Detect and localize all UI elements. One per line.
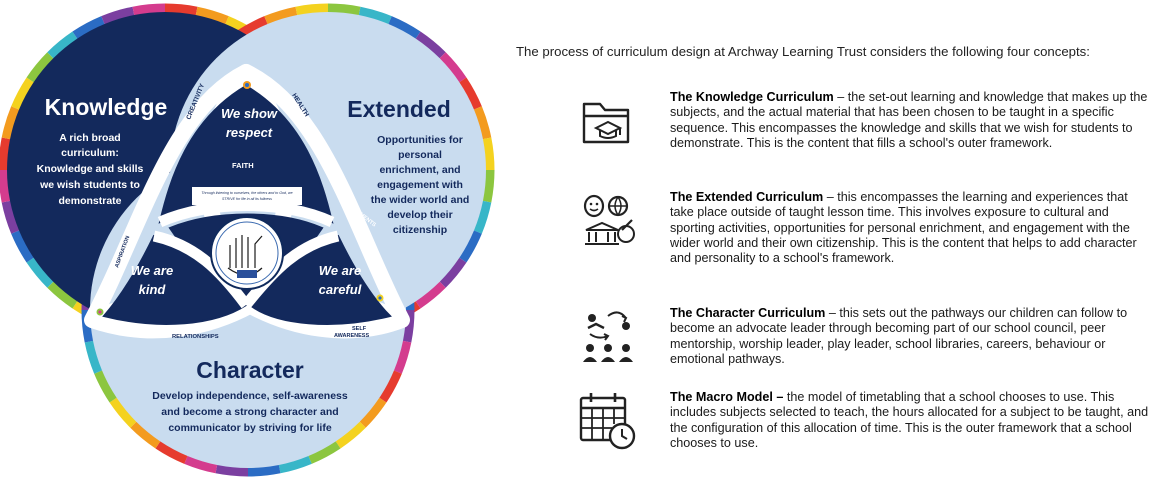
band-word-relationships: RELATIONSHIPS bbox=[172, 334, 219, 340]
mentoring-group-icon bbox=[583, 311, 633, 362]
concept-knowledge: The Knowledge Curriculum – the set-out l… bbox=[578, 90, 1148, 186]
rim-segment bbox=[0, 169, 11, 203]
calendar-clock-icon bbox=[579, 393, 636, 450]
extended-line-6: develop their bbox=[387, 209, 452, 221]
rim-segment bbox=[0, 137, 11, 171]
band-word-awareness: AWARENESS bbox=[334, 333, 369, 339]
rim-segment bbox=[247, 464, 281, 477]
character-line-2: and become a strong character and bbox=[161, 406, 338, 418]
rim-segment bbox=[155, 440, 188, 464]
extended-line-5: the wider world and bbox=[371, 194, 470, 206]
rim-segment bbox=[184, 455, 218, 474]
value-careful-line-1: We are bbox=[319, 263, 361, 278]
concept-macro-model: The Macro Model – the model of timetabli… bbox=[578, 390, 1148, 486]
knowledge-line-3: Knowledge and skills bbox=[37, 163, 144, 175]
rim-segment bbox=[84, 340, 103, 374]
value-respect-line-2: respect bbox=[226, 125, 273, 140]
rim-segment bbox=[335, 421, 366, 449]
value-careful-line-2: careful bbox=[319, 282, 362, 297]
rim-segment bbox=[195, 6, 229, 25]
centre-quote-line-1: Through listening to ourselves, the othe… bbox=[201, 191, 292, 195]
rim-segment bbox=[264, 6, 298, 25]
extended-line-2: personal bbox=[398, 149, 442, 161]
rim-segment bbox=[458, 77, 482, 110]
band-word-self: SELF bbox=[352, 326, 367, 332]
folder-graduation-cap-icon bbox=[582, 102, 630, 144]
concept-knowledge-body: – the set-out learning and knowledge tha… bbox=[670, 90, 1148, 150]
extended-line-3: enrichment, and bbox=[379, 164, 460, 176]
curriculum-venn-diagram: Through listening to ourselves, the othe… bbox=[0, 3, 495, 477]
concept-extended-title: The Extended Curriculum bbox=[670, 190, 824, 204]
rim-segment bbox=[458, 230, 482, 263]
rim-segment bbox=[109, 397, 137, 428]
rim-segment bbox=[1, 106, 20, 140]
rim-segment bbox=[26, 257, 54, 288]
concept-extended-body: – this encompasses the learning and expe… bbox=[670, 190, 1137, 266]
extended-line-7: citizenship bbox=[393, 224, 447, 236]
band-word-faith: FAITH bbox=[232, 161, 254, 170]
rim-segment bbox=[72, 16, 105, 40]
character-title: Character bbox=[196, 357, 303, 383]
knowledge-line-1: A rich broad bbox=[59, 132, 120, 144]
star-icon bbox=[96, 81, 384, 316]
rim-segment bbox=[11, 77, 35, 110]
centre-quote-line-2: STRIVE for life in all its fullness bbox=[222, 197, 272, 201]
rim-segment bbox=[278, 455, 312, 474]
rim-segment bbox=[482, 137, 495, 171]
knowledge-title: Knowledge bbox=[45, 94, 168, 120]
rim-segment bbox=[482, 169, 495, 203]
rim-segment bbox=[439, 257, 467, 288]
rim-segment bbox=[164, 3, 198, 16]
rim-segment bbox=[439, 52, 467, 83]
centre-badge: Through listening to ourselves, the othe… bbox=[192, 187, 302, 290]
concept-character: The Character Curriculum – this sets out… bbox=[578, 306, 1148, 402]
knowledge-line-4: we wish students to bbox=[39, 179, 140, 191]
character-line-3: communicator by striving for life bbox=[168, 422, 332, 434]
rim-segment bbox=[130, 421, 161, 449]
rim-segment bbox=[215, 464, 249, 477]
rim-segment bbox=[1, 200, 20, 234]
rim-segment bbox=[402, 309, 415, 343]
rim-segment bbox=[132, 3, 166, 16]
concept-extended: The Extended Curriculum – this encompass… bbox=[578, 190, 1148, 286]
rim-segment bbox=[473, 200, 492, 234]
concept-macro-model-title: The Macro Model – bbox=[670, 390, 784, 404]
value-kind-line-2: kind bbox=[139, 282, 167, 297]
concept-knowledge-title: The Knowledge Curriculum bbox=[670, 90, 834, 104]
concept-macro-model-body: the model of timetabling that a school c… bbox=[670, 390, 1149, 450]
rim-segment bbox=[378, 370, 402, 403]
rim-segment bbox=[94, 370, 118, 403]
concept-character-body: – this sets out the pathways our childre… bbox=[670, 306, 1128, 366]
rim-segment bbox=[101, 6, 135, 25]
rim-segment bbox=[388, 16, 421, 40]
rim-segment bbox=[359, 397, 387, 428]
rim-segment bbox=[473, 106, 492, 140]
rim-segment bbox=[393, 340, 412, 374]
character-line-1: Develop independence, self-awareness bbox=[152, 390, 348, 402]
rim-segment bbox=[26, 52, 54, 83]
knowledge-line-2: curriculum: bbox=[61, 147, 119, 159]
extended-line-1: Opportunities for bbox=[377, 134, 463, 146]
rim-segment bbox=[415, 31, 446, 59]
knowledge-line-5: demonstrate bbox=[58, 195, 121, 207]
rim-segment bbox=[295, 3, 329, 16]
rim-segment bbox=[47, 281, 78, 309]
rim-segment bbox=[11, 230, 35, 263]
concept-character-title: The Character Curriculum bbox=[670, 306, 826, 320]
rim-segment bbox=[47, 31, 78, 59]
intro-text: The process of curriculum design at Arch… bbox=[516, 44, 1090, 59]
rim-segment bbox=[415, 281, 446, 309]
extended-line-4: engagement with bbox=[377, 179, 463, 191]
rim-segment bbox=[358, 6, 392, 25]
extended-title: Extended bbox=[347, 96, 451, 122]
rim-segment bbox=[308, 440, 341, 464]
culture-sport-art-icon bbox=[583, 194, 635, 245]
value-respect-line-1: We show bbox=[221, 106, 278, 121]
value-kind-line-1: We are bbox=[131, 263, 173, 278]
rim-segment bbox=[327, 3, 361, 16]
